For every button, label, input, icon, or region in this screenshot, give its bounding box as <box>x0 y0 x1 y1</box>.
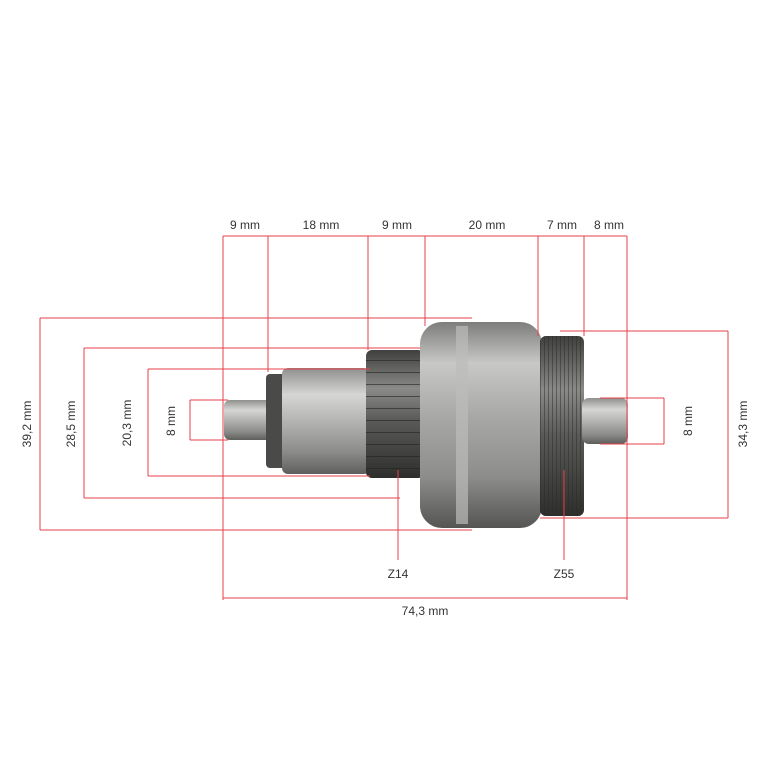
sleeve-barrel <box>282 368 370 474</box>
dim-top-2: 18 mm <box>303 218 340 232</box>
top-dimension-labels: 9 mm 18 mm 9 mm 20 mm 7 mm 8 mm <box>230 218 624 232</box>
gear-label-z14: Z14 <box>388 567 409 581</box>
total-length-label: 74,3 mm <box>402 604 449 618</box>
dim-top-5: 7 mm <box>547 218 577 232</box>
dim-left-3: 20,3 mm <box>120 400 134 447</box>
housing-band <box>456 326 468 524</box>
dim-right-2: 34,3 mm <box>736 401 750 448</box>
dim-left-4: 8 mm <box>164 406 178 436</box>
dim-top-1: 9 mm <box>230 218 260 232</box>
right-dimension-labels: 8 mm 34,3 mm <box>681 401 750 448</box>
left-dimension-labels: 39,2 mm 28,5 mm 20,3 mm 8 mm <box>20 400 178 448</box>
dim-top-4: 20 mm <box>469 218 506 232</box>
large-gear-teeth <box>540 336 584 516</box>
left-shaft <box>224 400 274 440</box>
dim-right-1: 8 mm <box>681 406 695 436</box>
right-shaft <box>582 398 628 444</box>
dim-top-6: 8 mm <box>594 218 624 232</box>
starter-drive-part <box>224 322 628 528</box>
dimension-lines <box>39 235 729 600</box>
gear-label-z55: Z55 <box>554 567 575 581</box>
small-gear-splines <box>366 350 424 478</box>
dim-left-1: 39,2 mm <box>20 401 34 448</box>
dim-top-3: 9 mm <box>382 218 412 232</box>
left-collar <box>266 374 286 468</box>
main-housing <box>420 322 542 528</box>
dim-left-2: 28,5 mm <box>64 401 78 448</box>
